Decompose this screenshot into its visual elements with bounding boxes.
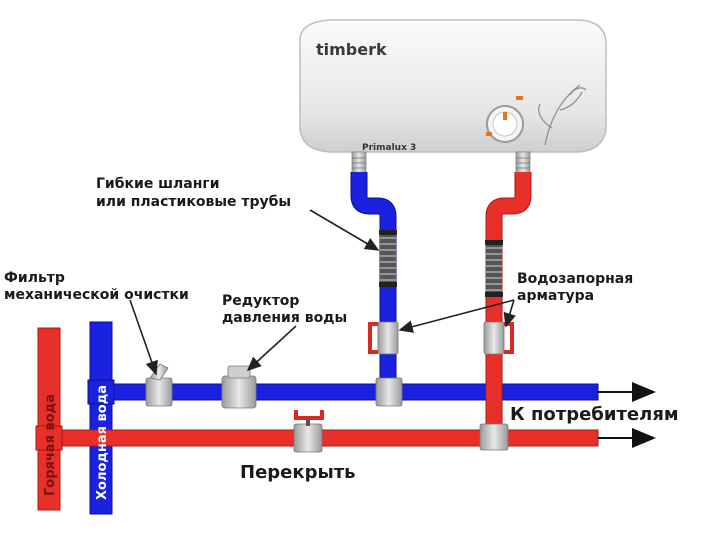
hot-main-pipe bbox=[57, 429, 599, 447]
hot-riser-elbow bbox=[35, 425, 63, 451]
mechanical-filter bbox=[145, 363, 173, 407]
label-filter-line1: Фильтр bbox=[4, 270, 65, 286]
cold-water-riser bbox=[89, 321, 113, 515]
label-consumers: К потребителям bbox=[510, 404, 679, 425]
pointer-valve-hot bbox=[503, 299, 516, 328]
label-shutoff: Перекрыть bbox=[240, 462, 356, 483]
label-valve-line1: Водозапорная bbox=[517, 271, 633, 287]
cold-main-pipe bbox=[109, 383, 599, 401]
label-reducer-line1: Редуктор bbox=[222, 293, 299, 309]
pointer-filter bbox=[129, 299, 158, 376]
shutoff-valve-cold[interactable] bbox=[368, 321, 399, 355]
hot-tee-fitting bbox=[479, 423, 509, 451]
label-hoses-line2: или пластиковые трубы bbox=[96, 194, 291, 210]
flex-hose-cold bbox=[379, 230, 397, 287]
pressure-reducer bbox=[221, 365, 257, 409]
water-heater: timberk Primalux 3 bbox=[299, 19, 607, 153]
floral-decoration bbox=[538, 84, 587, 146]
hot-main-shutoff-valve[interactable] bbox=[293, 410, 324, 453]
hot-water-riser bbox=[37, 327, 61, 511]
cold-riser-elbow bbox=[87, 379, 115, 405]
label-cold-water: Холодная вода bbox=[95, 385, 110, 500]
label-valve-line2: арматура bbox=[517, 288, 594, 304]
shutoff-valve-hot[interactable] bbox=[483, 321, 514, 355]
flex-hose-hot bbox=[485, 240, 503, 297]
heater-inlet-nipple-cold bbox=[351, 151, 367, 175]
heater-model: Primalux 3 bbox=[362, 143, 416, 153]
heater-brand: timberk bbox=[316, 40, 387, 59]
label-hoses-line1: Гибкие шланги bbox=[96, 176, 220, 192]
label-filter-line2: механической очистки bbox=[4, 287, 189, 303]
pointer-valve-cold bbox=[398, 299, 515, 333]
label-hot-water: Горячая вода bbox=[43, 394, 58, 496]
heater-outlet-nipple-hot bbox=[515, 151, 531, 175]
pointer-reducer bbox=[246, 325, 297, 372]
temperature-knob[interactable] bbox=[486, 96, 524, 143]
cold-tee-fitting bbox=[375, 377, 403, 407]
pointer-hoses bbox=[309, 209, 380, 251]
label-reducer-line2: давления воды bbox=[222, 310, 347, 326]
